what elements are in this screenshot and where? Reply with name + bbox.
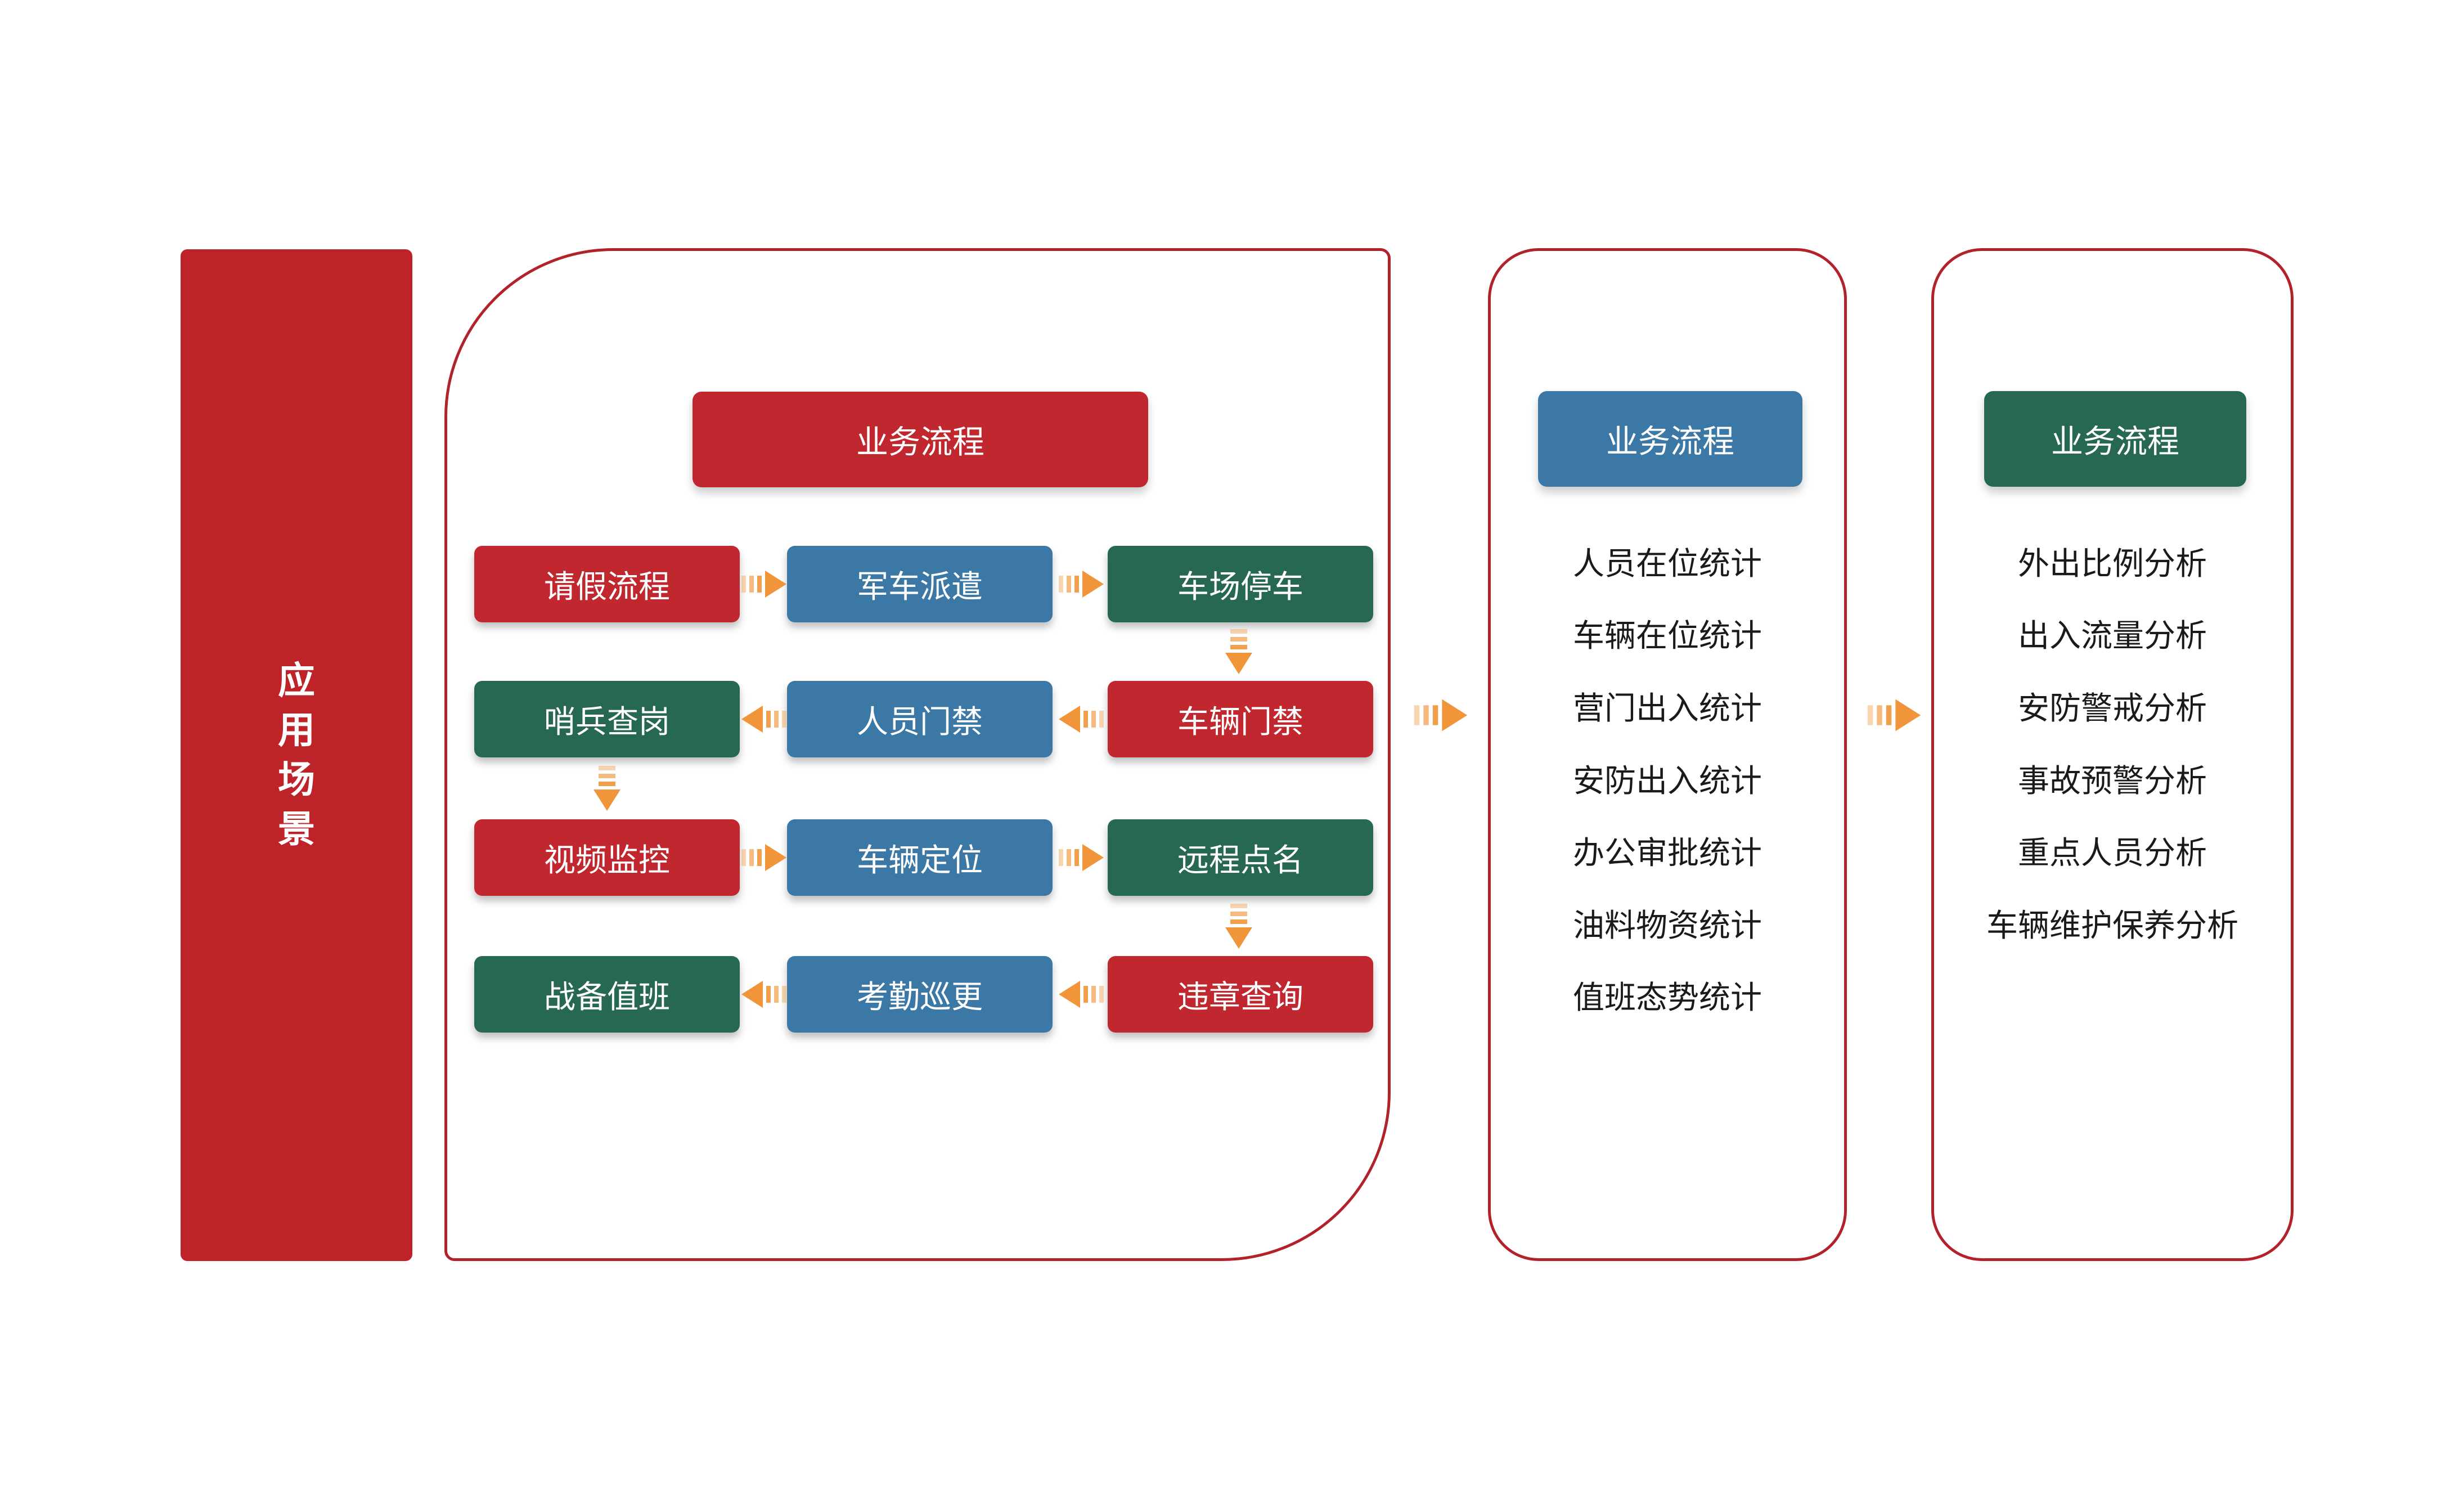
flow-arrow-down-icon <box>593 766 621 811</box>
analysis-panel-title: 业务流程 <box>2051 423 2179 460</box>
analysis-item: 出入流量分析 <box>2018 618 2207 655</box>
flow-node-r1-c0: 哨兵查岗 <box>474 681 740 757</box>
flow-arrow-left-icon <box>1059 981 1104 1008</box>
flow-node-r0-c2: 车场停车 <box>1108 546 1373 622</box>
business-flow-panel: 业务流程 请假流程 军车派遣 车场停车 哨兵查岗 人员门禁 车辆门禁 视频监控 … <box>444 248 1391 1261</box>
banner-char: 用 <box>278 708 315 752</box>
statistics-panel-header: 业务流程 <box>1538 391 1802 487</box>
flow-node-r3-c0: 战备值班 <box>474 956 740 1033</box>
statistics-panel: 业务流程 人员在位统计 车辆在位统计 营门出入统计 安防出入统计 办公审批统计 … <box>1488 248 1847 1261</box>
flow-node-r2-c1: 车辆定位 <box>787 819 1053 896</box>
flow-panel-title: 业务流程 <box>856 424 984 461</box>
analysis-panel-header: 业务流程 <box>1984 391 2246 487</box>
flow-node-r2-c2: 远程点名 <box>1108 819 1373 896</box>
stat-item: 办公审批统计 <box>1573 835 1762 872</box>
flow-node-r0-c1: 军车派遣 <box>787 546 1053 622</box>
flow-panel-header: 业务流程 <box>693 392 1148 487</box>
analysis-panel: 业务流程 外出比例分析 出入流量分析 安防警戒分析 事故预警分析 重点人员分析 … <box>1931 248 2294 1261</box>
analysis-item: 车辆维护保养分析 <box>1986 907 2238 944</box>
flow-arrow-left-icon <box>741 981 786 1008</box>
flow-arrow-down-icon <box>1225 629 1252 674</box>
analysis-item: 安防警戒分析 <box>2018 690 2207 727</box>
panel-link-arrow-icon <box>1414 699 1468 732</box>
stat-item: 车辆在位统计 <box>1573 618 1762 655</box>
analysis-item: 重点人员分析 <box>2018 835 2207 872</box>
statistics-panel-title: 业务流程 <box>1606 423 1734 460</box>
stat-item: 人员在位统计 <box>1573 545 1762 582</box>
analysis-list: 外出比例分析 出入流量分析 安防警戒分析 事故预警分析 重点人员分析 车辆维护保… <box>1934 525 2291 959</box>
banner-char: 景 <box>278 807 315 851</box>
flow-arrow-right-icon <box>741 844 786 871</box>
banner-char: 应 <box>278 659 315 702</box>
panel-link-arrow-icon <box>1867 699 1921 732</box>
flow-arrow-left-icon <box>741 706 786 733</box>
statistics-list: 人员在位统计 车辆在位统计 营门出入统计 安防出入统计 办公审批统计 油料物资统… <box>1491 525 1844 1031</box>
flow-node-r3-c2: 违章查询 <box>1108 956 1373 1033</box>
stat-item: 油料物资统计 <box>1573 907 1762 944</box>
flow-node-r1-c1: 人员门禁 <box>787 681 1053 757</box>
analysis-item: 事故预警分析 <box>2018 762 2207 800</box>
banner-char: 场 <box>278 758 315 801</box>
stat-item: 安防出入统计 <box>1573 762 1762 800</box>
flow-node-r1-c2: 车辆门禁 <box>1108 681 1373 757</box>
flow-arrow-right-icon <box>1059 844 1104 871</box>
flow-node-r2-c0: 视频监控 <box>474 819 740 896</box>
flow-arrow-left-icon <box>1059 706 1104 733</box>
flow-arrow-down-icon <box>1225 904 1252 949</box>
flow-node-r0-c0: 请假流程 <box>474 546 740 622</box>
stat-item: 营门出入统计 <box>1573 690 1762 727</box>
stat-item: 值班态势统计 <box>1573 980 1762 1017</box>
application-scenarios-banner: 应 用 场 景 <box>181 249 412 1261</box>
flow-arrow-right-icon <box>1059 571 1104 598</box>
analysis-item: 外出比例分析 <box>2018 545 2207 582</box>
flow-node-r3-c1: 考勤巡更 <box>787 956 1053 1033</box>
flow-arrow-right-icon <box>741 571 786 598</box>
